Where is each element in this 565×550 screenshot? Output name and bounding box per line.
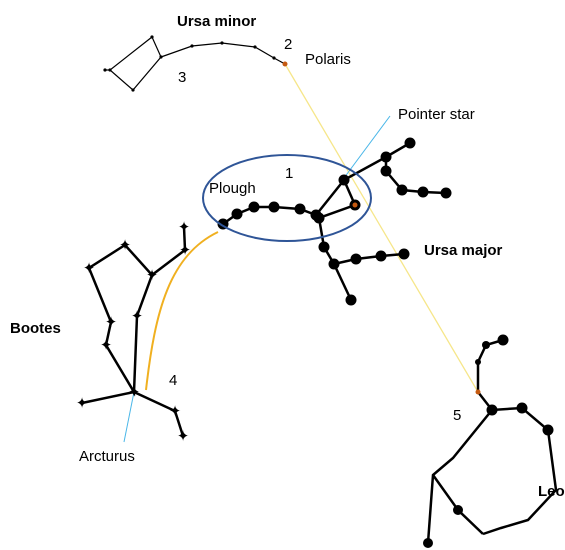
ursa-minor-label: Ursa minor (177, 13, 256, 30)
pointer-star-highlight (352, 202, 358, 208)
bootes-label: Bootes (10, 320, 61, 337)
plough-label: Plough (209, 180, 256, 197)
number-4: 4 (169, 372, 177, 389)
svg-text:✦: ✦ (100, 336, 113, 354)
svg-text:✦: ✦ (146, 266, 159, 284)
svg-text:✦: ✦ (83, 259, 96, 277)
svg-text:✦: ✦ (76, 394, 89, 412)
ursa-minor-constellation (103, 35, 288, 92)
ursa-major-label: Ursa major (424, 242, 503, 259)
leo-label: Leo (538, 483, 565, 500)
number-1: 1 (285, 165, 293, 182)
svg-text:✦: ✦ (179, 241, 192, 259)
bootes-constellation (81, 226, 187, 437)
number-3: 3 (178, 69, 186, 86)
svg-text:✦: ✦ (119, 236, 132, 254)
leo-stars (423, 334, 554, 548)
polaris-star (282, 61, 288, 67)
polaris-label: Polaris (305, 51, 351, 68)
plough-ellipse (202, 154, 372, 242)
ursa-major-stars (217, 137, 452, 306)
svg-text:✦: ✦ (169, 402, 182, 420)
svg-text:✦: ✦ (131, 307, 144, 325)
polaris-to-leo-line (284, 63, 479, 393)
leo-constellation (426, 338, 558, 544)
pointer-star-label: Pointer star (398, 106, 475, 123)
svg-text:✦: ✦ (178, 218, 191, 236)
svg-text:✦: ✦ (105, 313, 118, 331)
leo-highlight-star (475, 389, 481, 395)
bootes-stars: ✦ ✦ ✦ ✦ ✦ ✦ ✦ ✦ ✦ ✦ ✦ (76, 218, 192, 445)
number-5: 5 (453, 407, 461, 424)
pointer-star-leader (343, 115, 391, 179)
arcturus-star: ✦ (128, 383, 141, 401)
number-2: 2 (284, 36, 292, 53)
arcturus-label: Arcturus (79, 448, 135, 465)
plough-to-arcturus-arc (145, 231, 219, 391)
arcturus-leader (123, 391, 135, 443)
ursa-major-constellation (222, 141, 447, 301)
svg-text:✦: ✦ (177, 427, 190, 445)
